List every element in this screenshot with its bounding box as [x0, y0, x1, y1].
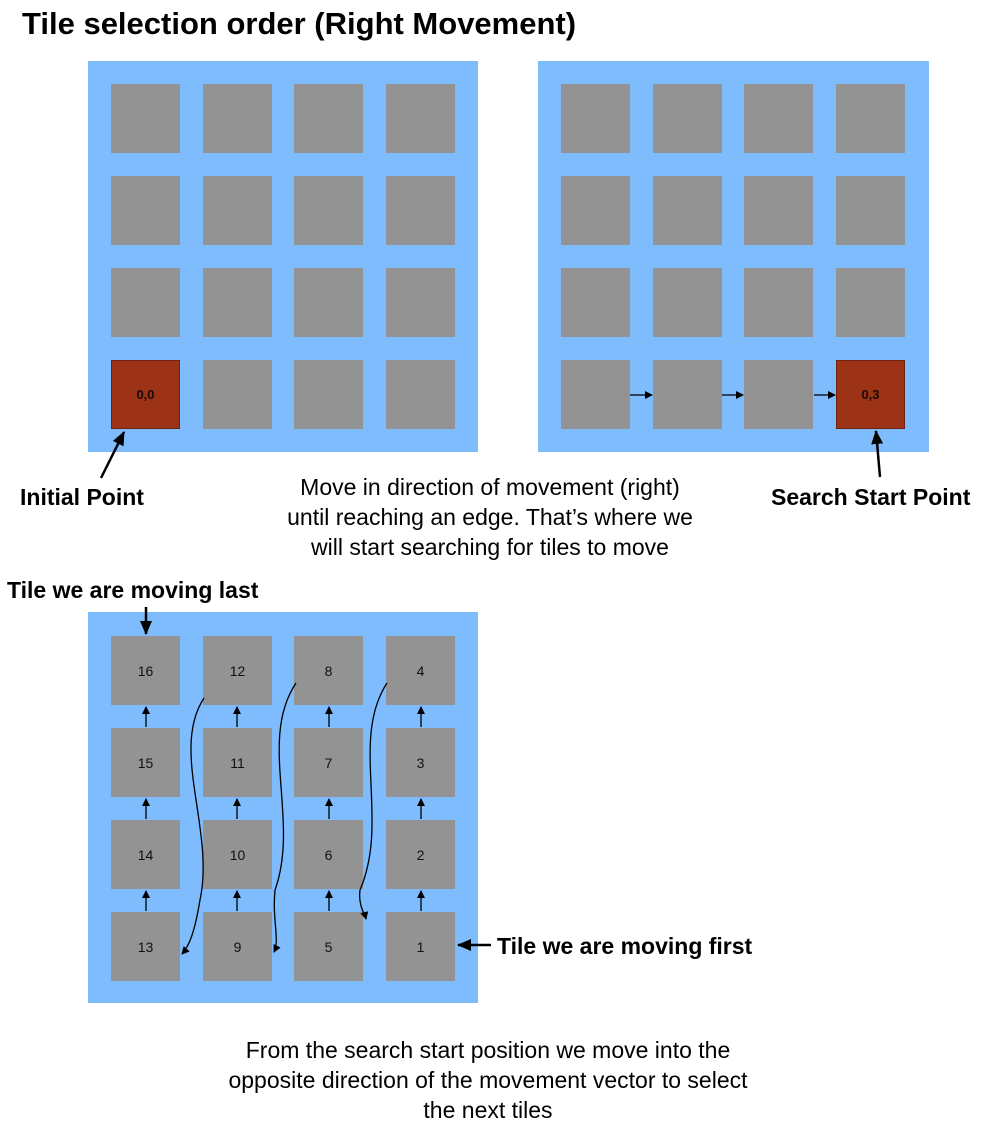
grid-tile	[203, 268, 272, 337]
grid-tile	[744, 268, 813, 337]
grid-tile	[561, 84, 630, 153]
order-tile: 16	[111, 636, 180, 705]
order-tile: 1	[386, 912, 455, 981]
search-start-tile: 0,3	[836, 360, 905, 429]
initial-point-label: Initial Point	[20, 484, 144, 510]
grid-tile	[386, 268, 455, 337]
caption-move-to-edge: Move in direction of movement (right) un…	[287, 474, 693, 560]
tile-moving-first-label: Tile we are moving first	[497, 933, 753, 959]
grid-tile	[653, 360, 722, 429]
order-tile: 2	[386, 820, 455, 889]
grid-tile	[386, 360, 455, 429]
initial-point-board: 0,0	[88, 61, 478, 452]
grid-tile	[836, 268, 905, 337]
order-tile: 12	[203, 636, 272, 705]
grid-tile	[294, 176, 363, 245]
order-tile: 8	[294, 636, 363, 705]
initial-point-tile: 0,0	[111, 360, 180, 429]
grid-tile	[744, 360, 813, 429]
grid-tile	[744, 84, 813, 153]
grid-tile	[653, 268, 722, 337]
grid-tile	[561, 360, 630, 429]
grid-tile	[294, 268, 363, 337]
order-tile: 4	[386, 636, 455, 705]
grid-tile	[203, 176, 272, 245]
grid-tile	[836, 84, 905, 153]
search-start-point-label: Search Start Point	[771, 484, 971, 510]
order-tile: 15	[111, 728, 180, 797]
selection-order-board: 16 12 8 4 15 11 7 3 14 10 6 2 13 9 5 1	[88, 612, 478, 1003]
grid-tile	[561, 268, 630, 337]
caption-opposite-direction: From the search start position we move i…	[228, 1037, 748, 1123]
grid-tile	[386, 176, 455, 245]
grid-tile	[111, 84, 180, 153]
grid-tile	[294, 84, 363, 153]
grid-tile	[836, 176, 905, 245]
grid-tile	[111, 176, 180, 245]
order-tile: 3	[386, 728, 455, 797]
search-start-board: 0,3	[538, 61, 929, 452]
page-title: Tile selection order (Right Movement)	[22, 6, 577, 41]
order-tile: 5	[294, 912, 363, 981]
order-tile: 11	[203, 728, 272, 797]
grid-tile	[561, 176, 630, 245]
grid-tile	[744, 176, 813, 245]
order-tile: 6	[294, 820, 363, 889]
order-tile: 9	[203, 912, 272, 981]
grid-tile	[653, 176, 722, 245]
tile-moving-last-label: Tile we are moving last	[7, 577, 259, 603]
order-tile: 14	[111, 820, 180, 889]
grid-tile	[653, 84, 722, 153]
grid-tile	[203, 84, 272, 153]
order-tile: 13	[111, 912, 180, 981]
grid-tile	[111, 268, 180, 337]
order-tile: 7	[294, 728, 363, 797]
grid-tile	[203, 360, 272, 429]
grid-tile	[294, 360, 363, 429]
grid-tile	[386, 84, 455, 153]
order-tile: 10	[203, 820, 272, 889]
